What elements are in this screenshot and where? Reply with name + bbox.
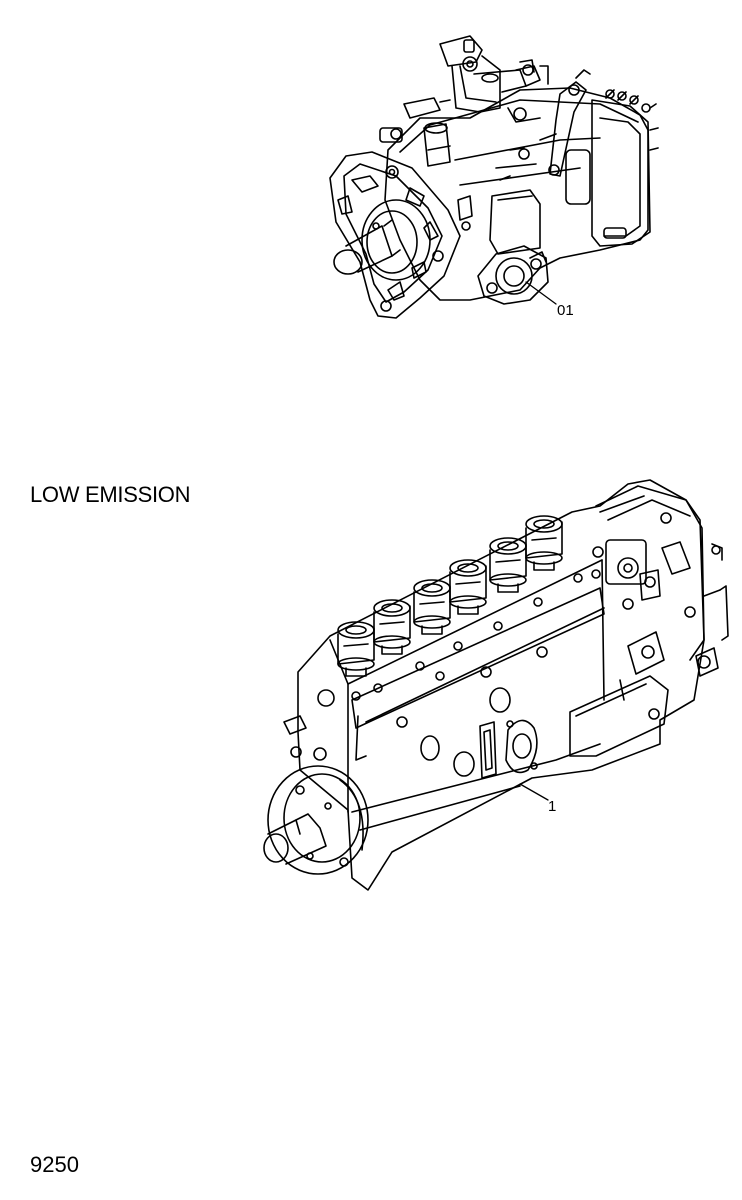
callout-01-label: 01 bbox=[557, 302, 574, 319]
lower-pump-drawing bbox=[263, 479, 729, 891]
delivery-valve-holders bbox=[337, 515, 563, 677]
section-title: LOW EMISSION bbox=[30, 482, 191, 507]
page-number: 9250 bbox=[30, 1152, 79, 1177]
upper-pump-drawing bbox=[329, 35, 659, 319]
callout-1-label: 1 bbox=[548, 798, 557, 815]
